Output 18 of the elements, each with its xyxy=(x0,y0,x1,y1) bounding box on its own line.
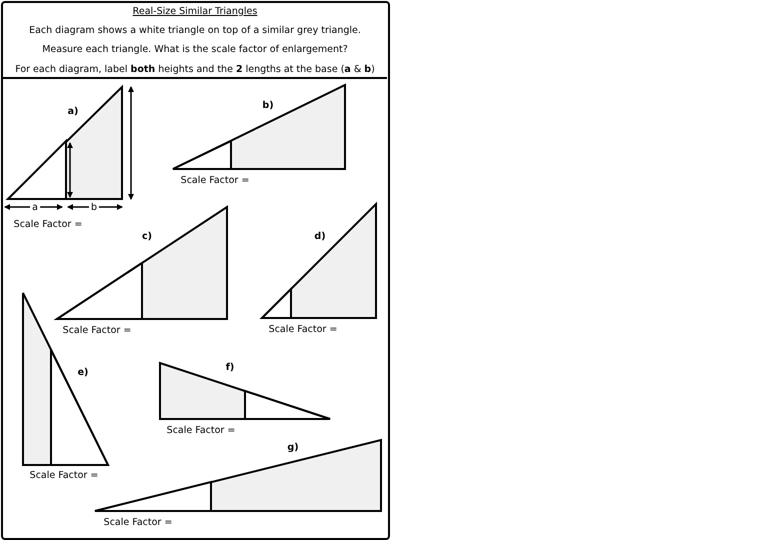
answer-prompt: Scale Factor = xyxy=(14,219,82,231)
worksheet-title: Real-Size Similar Triangles xyxy=(132,6,258,18)
part-label: g) xyxy=(287,442,299,454)
answer-prompt: Scale Factor = xyxy=(104,517,172,529)
instruction-text: Measure each triangle. What is the scale factor of enlargement? xyxy=(42,44,348,56)
instruction-text: For each diagram, label both heights and the 2 lengths at the base (a & b) xyxy=(15,64,375,76)
part-label: c) xyxy=(142,231,152,243)
answer-prompt: Scale Factor = xyxy=(268,324,338,336)
part-label: a) xyxy=(68,106,78,118)
part-label: d) xyxy=(314,231,326,243)
answer-prompt: Scale Factor = xyxy=(166,425,236,437)
answer-prompt: Scale Factor = xyxy=(180,175,250,187)
instruction-text: Each diagram shows a white triangle on top of a similar grey triangle. xyxy=(29,25,361,37)
part-label: e) xyxy=(78,367,88,379)
answer-prompt: Scale Factor = xyxy=(62,325,132,337)
part-label: f) xyxy=(226,362,234,374)
answer-prompt: Scale Factor = xyxy=(30,470,98,482)
part-label: b) xyxy=(262,100,274,112)
